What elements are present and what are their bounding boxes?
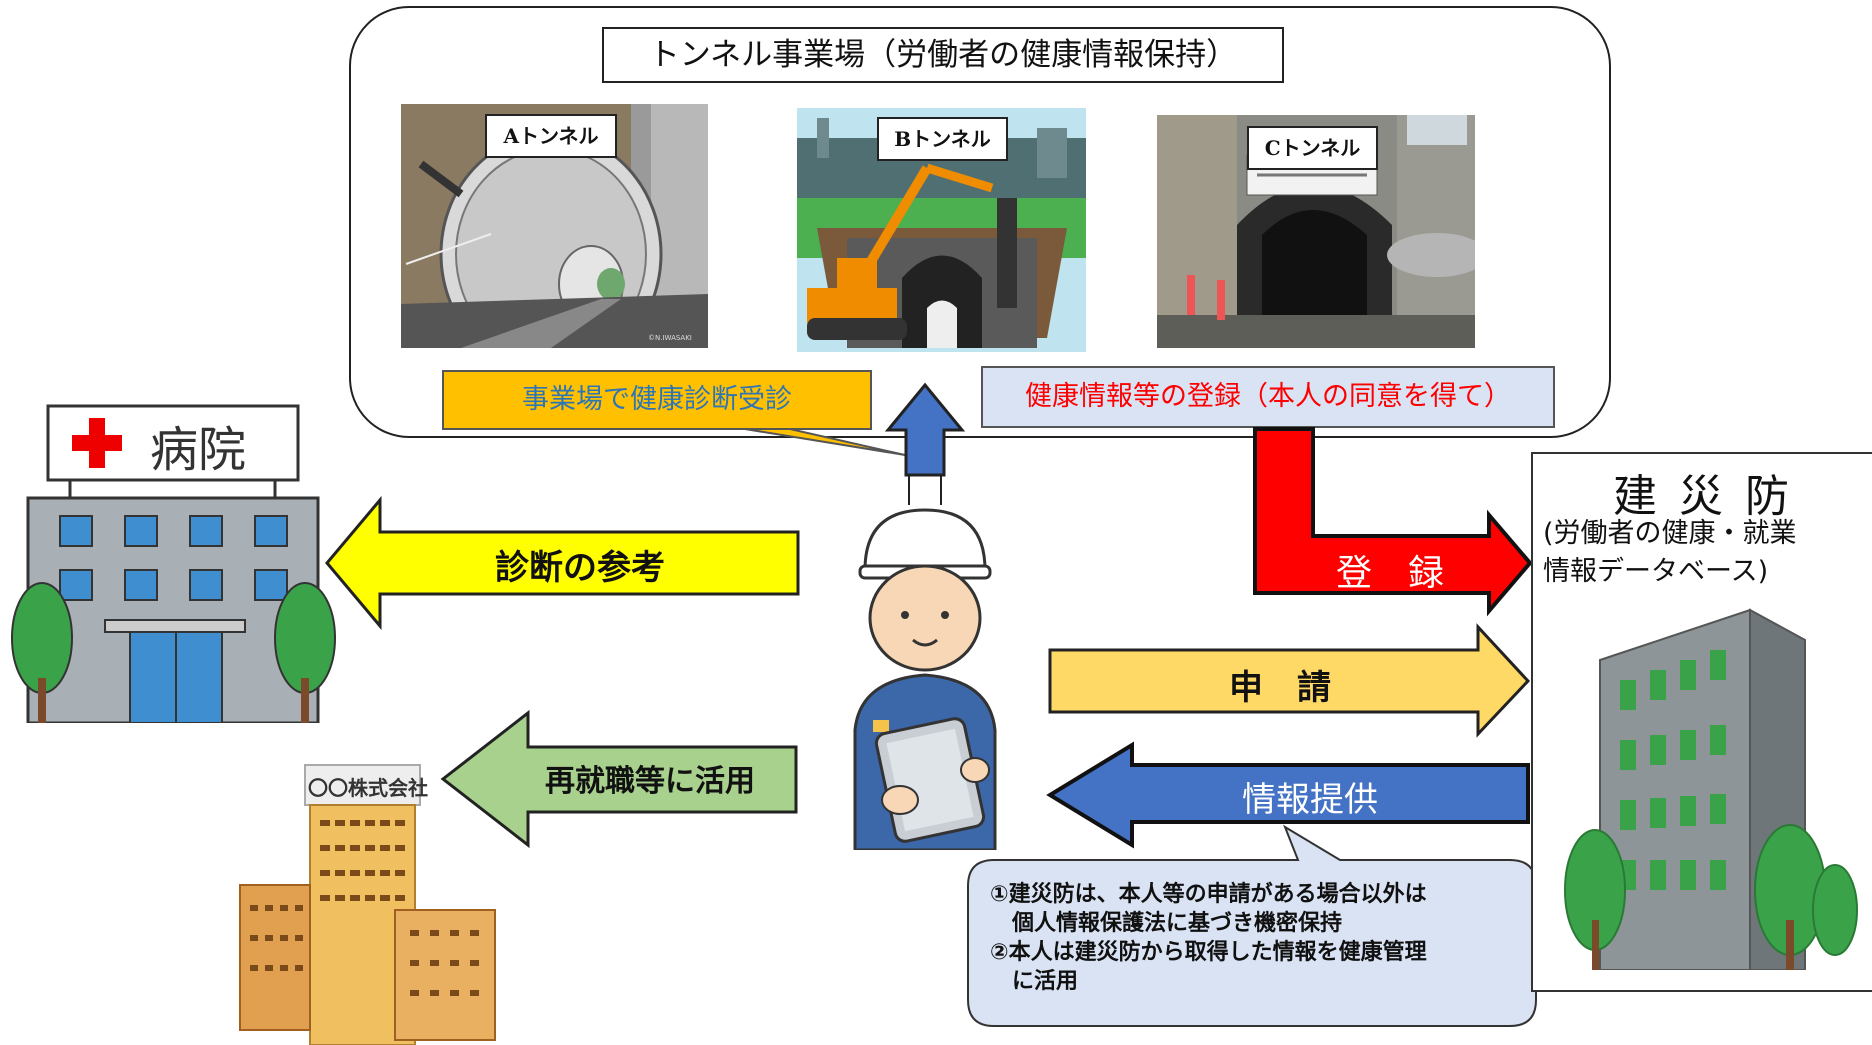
hospital-sign: 病院 bbox=[150, 422, 247, 478]
kensaibo-subtitle-line-1: (労働者の健康・就業 bbox=[1543, 518, 1797, 549]
tunnel-b-photo bbox=[797, 108, 1086, 352]
tunnel-site-box bbox=[349, 6, 1611, 438]
callout-line-3: ②本人は建災防から取得した情報を健康管理 bbox=[990, 940, 1427, 965]
info-callout-bubble bbox=[967, 824, 1537, 1027]
company-sign: 〇〇株式会社 bbox=[308, 776, 428, 800]
reemployment-arrow-label: 再就職等に活用 bbox=[545, 764, 755, 799]
apply-arrow bbox=[1048, 623, 1531, 738]
callout-line-4: に活用 bbox=[990, 969, 1079, 994]
register-arrow bbox=[1253, 427, 1533, 617]
kensaibo-building-illustration bbox=[1564, 608, 1858, 970]
provide-arrow bbox=[1046, 741, 1530, 849]
callout-line-1: ①建災防は、本人等の申請がある場合以外は bbox=[990, 882, 1427, 907]
up-arrow bbox=[884, 382, 966, 477]
company-illustration bbox=[239, 764, 496, 1045]
callout-line-2: 個人情報保護法に基づき機密保持 bbox=[990, 911, 1343, 936]
diagnosis-arrow bbox=[325, 495, 800, 631]
kensaibo-subtitle: (労働者の健康・就業 情報データベース) bbox=[1543, 515, 1872, 591]
kensaibo-subtitle-line-2: 情報データベース) bbox=[1543, 556, 1769, 587]
checkup-label: 事業場で健康診断受診 bbox=[442, 370, 872, 430]
register-info-label: 健康情報等の登録（本人の同意を得て） bbox=[981, 366, 1555, 428]
tunnel-site-title: トンネル事業場（労働者の健康情報保持） bbox=[602, 27, 1284, 83]
diagnosis-arrow-label: 診断の参考 bbox=[495, 548, 665, 588]
apply-arrow-label: 申 請 bbox=[1229, 668, 1331, 708]
worker-illustration bbox=[853, 508, 997, 850]
tunnel-b-label: Bトンネル bbox=[877, 117, 1008, 161]
provide-arrow-label: 情報提供 bbox=[1242, 780, 1378, 820]
tunnel-c-photo bbox=[1157, 115, 1475, 348]
tunnel-a-label: Aトンネル bbox=[485, 114, 617, 158]
kensaibo-title: 建 災 防 bbox=[1613, 471, 1793, 522]
tunnel-c-label: Cトンネル bbox=[1247, 126, 1378, 170]
info-callout-text: ①建災防は、本人等の申請がある場合以外は 個人情報保護法に基づき機密保持 ②本人… bbox=[990, 880, 1510, 996]
hospital-illustration bbox=[11, 404, 336, 723]
photo-credit: ©N.IWASAKI bbox=[648, 334, 692, 342]
reemployment-arrow bbox=[440, 709, 798, 849]
register-arrow-label: 登 録 bbox=[1335, 553, 1444, 594]
